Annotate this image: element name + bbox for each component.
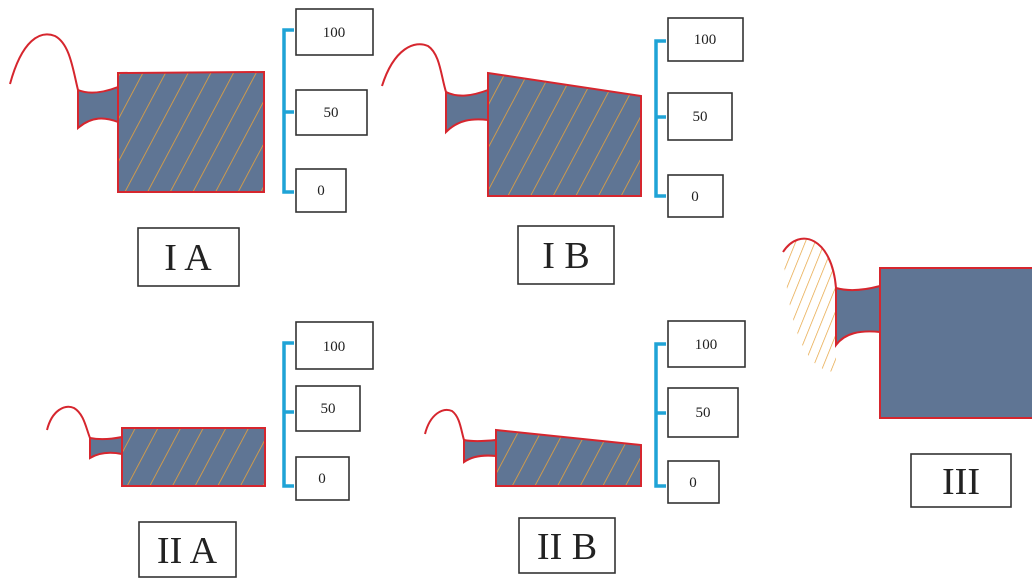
scale-box-top (667, 17, 744, 62)
label-text: II A (157, 530, 218, 572)
root-block-hatched (117, 70, 265, 193)
label-box (518, 517, 616, 574)
scale-value-mid: 50 (321, 401, 336, 417)
tooth-neck (463, 438, 497, 464)
label-text: III (942, 461, 980, 503)
scale-value-mid: 50 (324, 105, 339, 121)
tooth-crown-curve (9, 33, 79, 91)
scale-box-top (295, 321, 374, 370)
tooth-neck (835, 284, 881, 348)
scale-box-top (295, 8, 374, 56)
tooth-crown-curve (46, 405, 91, 439)
tooth-neck (77, 85, 119, 131)
scale-value-bottom: 0 (689, 475, 697, 491)
label-text: I A (164, 237, 212, 279)
tooth-neck (445, 88, 489, 135)
scale-box-bottom (667, 174, 724, 218)
label-text: II B (537, 526, 597, 568)
scale-bracket (282, 28, 294, 194)
root-block-hatched (121, 427, 266, 487)
diagram-iii: III (782, 237, 1032, 508)
scale-value-mid: 50 (696, 405, 711, 421)
tooth-crown-curve (424, 409, 465, 441)
scale-box-bottom (295, 456, 350, 501)
tooth-neck (89, 435, 123, 460)
root-block-hatched (495, 428, 642, 487)
scale-box-bottom (667, 460, 720, 504)
scale-value-bottom: 0 (317, 183, 325, 199)
scale-box-bottom (295, 168, 347, 213)
label-box (910, 453, 1012, 508)
tooth-crown-curve (381, 43, 447, 93)
scale-box-mid (295, 385, 361, 432)
label-box (138, 521, 237, 578)
scale-bracket (654, 342, 666, 488)
label-box (137, 227, 240, 287)
scale-box-top (667, 320, 746, 368)
diagram-ib: 100 50 0 I B (381, 17, 744, 285)
scale-value-bottom: 0 (318, 471, 326, 487)
cap-hatch-area (783, 238, 836, 372)
scale-box-mid (295, 89, 368, 136)
scale-bracket (282, 341, 294, 488)
scale-value-top: 100 (323, 339, 346, 355)
scale-value-top: 100 (695, 337, 718, 353)
label-box (517, 225, 615, 285)
tooth-crown-curve (782, 237, 837, 289)
scale-box-mid (667, 387, 739, 438)
scale-bracket (654, 39, 666, 198)
scale-value-bottom: 0 (691, 189, 699, 205)
scale-value-mid: 50 (693, 109, 708, 125)
diagram-ia: 100 50 0 I A (9, 8, 374, 287)
label-text: I B (542, 235, 590, 277)
scale-box-mid (667, 92, 733, 141)
scale-value-top: 100 (694, 32, 717, 48)
root-block (879, 267, 1032, 419)
scale-value-top: 100 (323, 25, 346, 41)
diagram-iia: 100 50 0 II A (46, 321, 374, 578)
diagram-iib: 100 50 0 II B (424, 320, 746, 574)
root-block-hatched (487, 71, 642, 197)
